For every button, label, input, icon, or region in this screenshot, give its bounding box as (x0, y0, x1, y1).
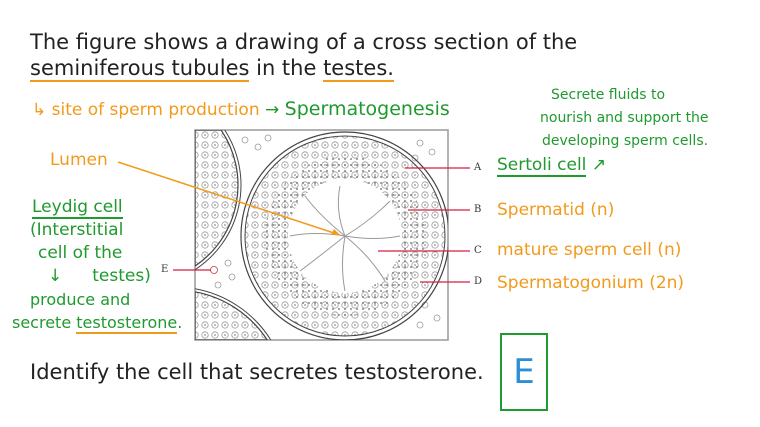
up-arrow-icon: ↗ (591, 155, 607, 175)
right-arrow-icon: → (265, 100, 280, 120)
spermatid-label: Spermatid (n) (497, 200, 615, 220)
title-line-1: The figure shows a drawing of a cross se… (30, 30, 578, 54)
sertoli-cell-label: Sertoli cell ↗ (497, 155, 607, 177)
spermatogenesis-term: Spermatogenesis (284, 98, 450, 120)
sertoli-note-line: developing sperm cells. (542, 133, 709, 149)
sertoli-note-line: Secrete fluids to (551, 87, 666, 103)
label-D: D (474, 276, 483, 287)
spermatogonium-label: Spermatogonium (2n) (497, 273, 685, 293)
testosterone-term: testosterone (76, 313, 178, 334)
lumen-arrowhead (331, 229, 340, 235)
title-connector: in the (249, 56, 324, 80)
sertoli-note: Secrete fluids to nourish and support th… (540, 84, 709, 153)
label-C: C (474, 245, 482, 256)
sertoli-cell-text: Sertoli cell (497, 155, 587, 177)
sertoli-note-line: nourish and support the (540, 110, 709, 126)
leydig-line: testes) (92, 266, 151, 286)
label-B: B (474, 204, 482, 215)
leydig-line: cell of the (38, 243, 123, 263)
title-line-2: seminiferous tubules in the testes. (30, 56, 394, 82)
leydig-produce: produce and (30, 290, 131, 309)
period: . (177, 313, 183, 332)
adjacent-tubule-bottom-left (195, 288, 272, 340)
question-text: Identify the cell that secretes testoste… (30, 360, 484, 384)
term-testes: testes. (323, 56, 394, 82)
answer-box: E (500, 333, 548, 411)
mature-sperm-label: mature sperm cell (n) (497, 240, 682, 260)
lumen-arrow (117, 161, 341, 236)
down-arrow-icon: ↓ (48, 266, 63, 286)
label-E: E (161, 264, 169, 275)
answer-text: E (513, 352, 535, 392)
leydig-line: (Interstitial (30, 220, 124, 240)
site-note: ↳ site of sperm production → Spermatogen… (32, 98, 450, 120)
lumen-label: Lumen (50, 150, 108, 170)
leydig-note: Leydig cell (Interstitial cell of the ↓ t… (12, 196, 183, 334)
term-seminiferous-tubules: seminiferous tubules (30, 56, 250, 82)
site-text: site of sperm production (51, 100, 260, 120)
leydig-secrete: secrete (12, 313, 77, 332)
adjacent-tubule-top-left (195, 130, 242, 271)
leydig-title: Leydig cell (32, 197, 123, 219)
hook-arrow-icon: ↳ (32, 100, 47, 120)
main-tubule (240, 131, 448, 340)
label-A: A (474, 162, 482, 173)
